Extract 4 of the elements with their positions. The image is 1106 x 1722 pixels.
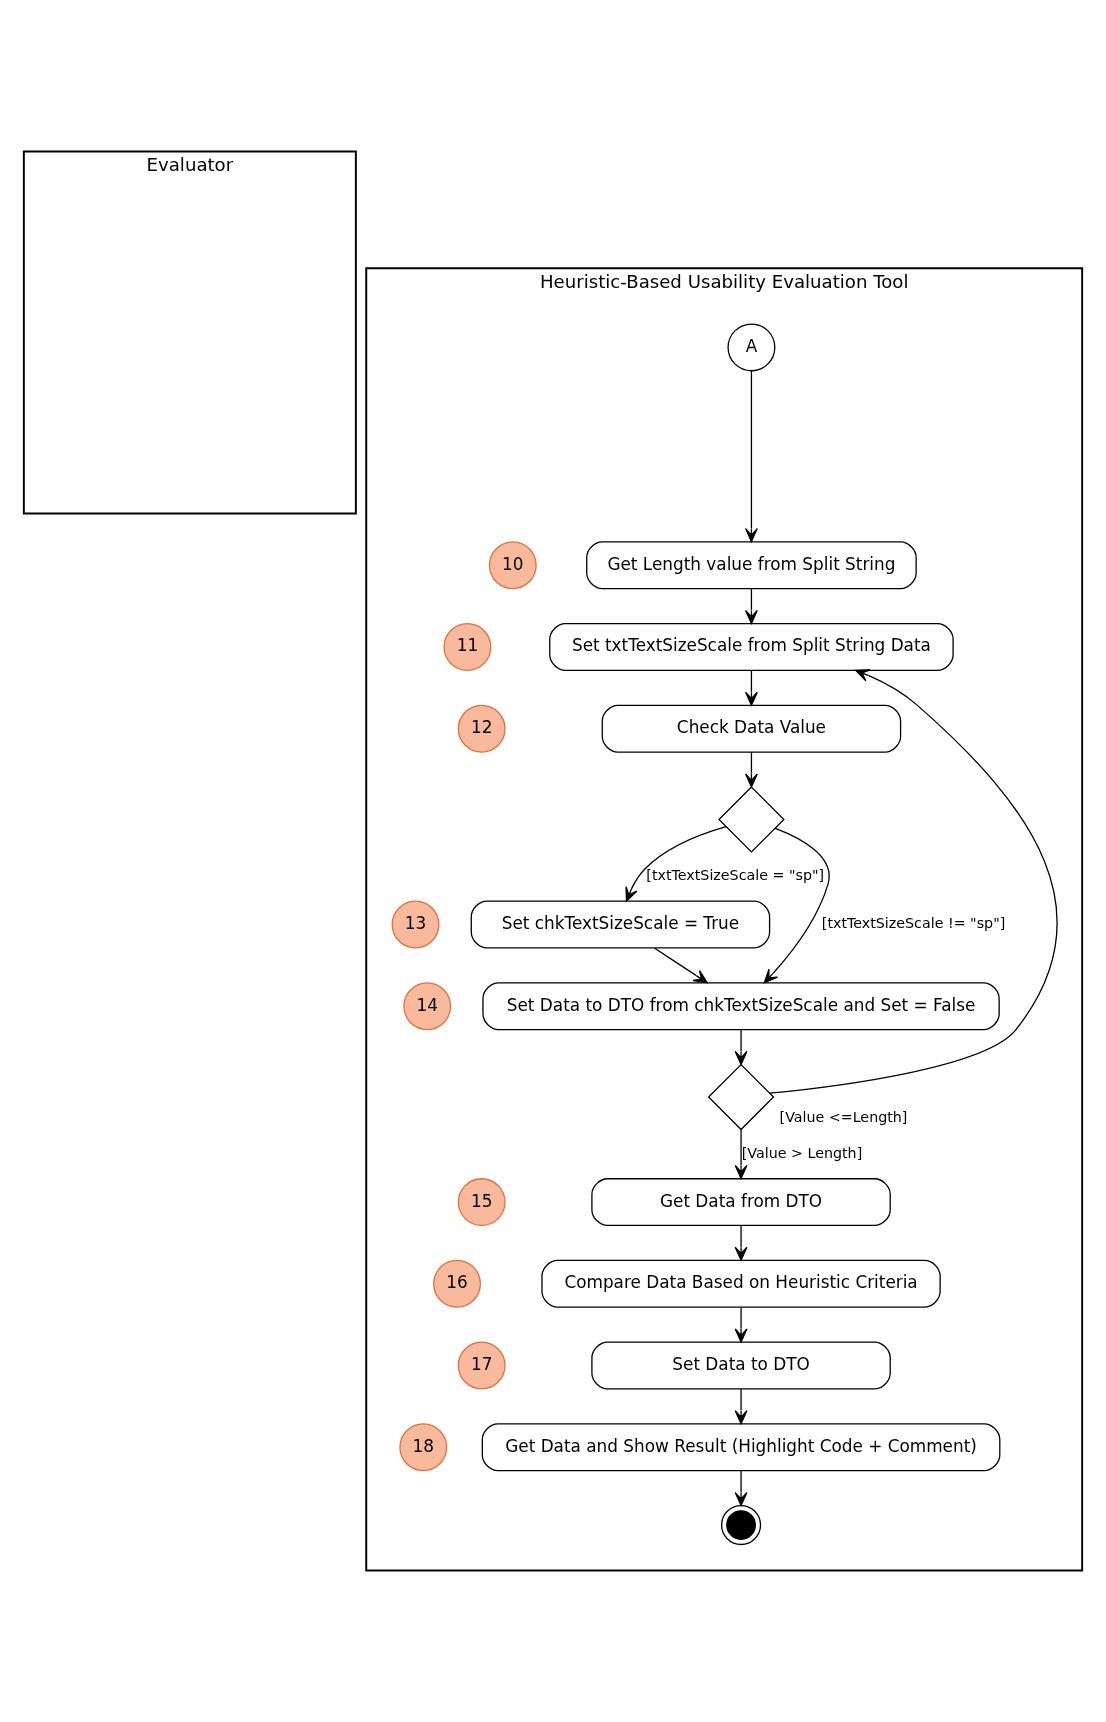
edge-label: [txtTextSizeScale != "sp"]	[821, 915, 1006, 932]
edge-label: [Value <=Length]	[779, 1109, 908, 1126]
edge-label: [txtTextSizeScale = "sp"]	[646, 867, 825, 884]
edge-label: [Value > Length]	[741, 1144, 863, 1161]
